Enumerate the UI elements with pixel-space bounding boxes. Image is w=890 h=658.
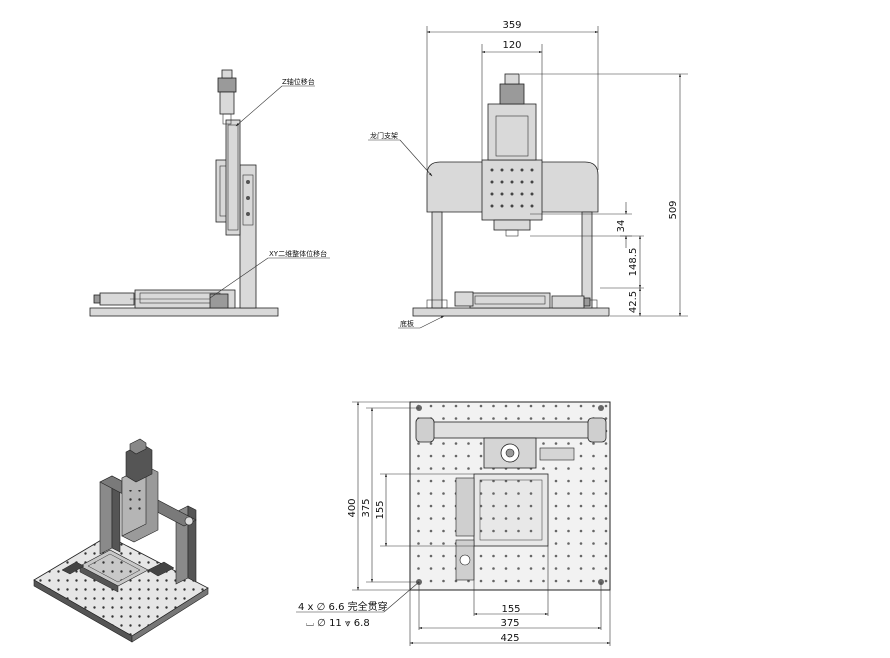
dim-400: 400	[347, 498, 358, 517]
front-z-upper	[487, 103, 537, 161]
dim-375-vertical: 375	[361, 498, 372, 517]
mount-hole-tr	[598, 405, 604, 411]
side-column	[239, 164, 257, 309]
label-base: 底板	[400, 319, 414, 328]
dim-359: 359	[502, 20, 521, 31]
front-motor	[499, 83, 525, 105]
dim-148-5: 148.5	[628, 248, 639, 277]
dim-425: 425	[500, 633, 519, 644]
top-motor	[483, 437, 537, 469]
side-z-stage-body	[225, 119, 241, 236]
label-z-stage: Z轴位移台	[282, 77, 315, 86]
note-counterbore: ⌴ ∅ 11 ⩔ 6.8	[306, 618, 370, 629]
dim-42-5: 42.5	[628, 291, 639, 313]
iso-gantry-left	[99, 475, 113, 555]
front-base-plate	[412, 307, 610, 317]
dim-509: 509	[668, 200, 679, 219]
label-xy-stage: XY二维整体位移台	[269, 249, 327, 258]
note-through-holes: 4 x ∅ 6.6 完全贯穿	[298, 600, 388, 613]
dim-155-vertical: 155	[375, 500, 386, 519]
front-xy-stage	[469, 292, 551, 309]
dim-155-horizontal: 155	[501, 604, 520, 615]
dim-120: 120	[502, 40, 521, 51]
label-gantry: 龙门支架	[370, 131, 398, 140]
side-base-plate	[89, 307, 279, 317]
dim-34: 34	[616, 220, 627, 233]
dim-375-horizontal: 375	[500, 618, 519, 629]
front-view: 359 120 509 34 148.5 42.5 龙门支架 底板	[368, 20, 688, 329]
isometric-view	[33, 438, 209, 643]
front-gantry-left-leg	[431, 211, 443, 309]
top-gantry-beam	[427, 421, 595, 439]
front-gantry-right-leg	[581, 211, 593, 309]
side-view: Z轴位移台 XY二维整体位移台	[89, 69, 330, 317]
top-view: 400 375 155 155 375 425 4 x ∅ 6.6 完全贯穿 ⌴…	[296, 401, 611, 646]
side-motor	[217, 77, 237, 93]
